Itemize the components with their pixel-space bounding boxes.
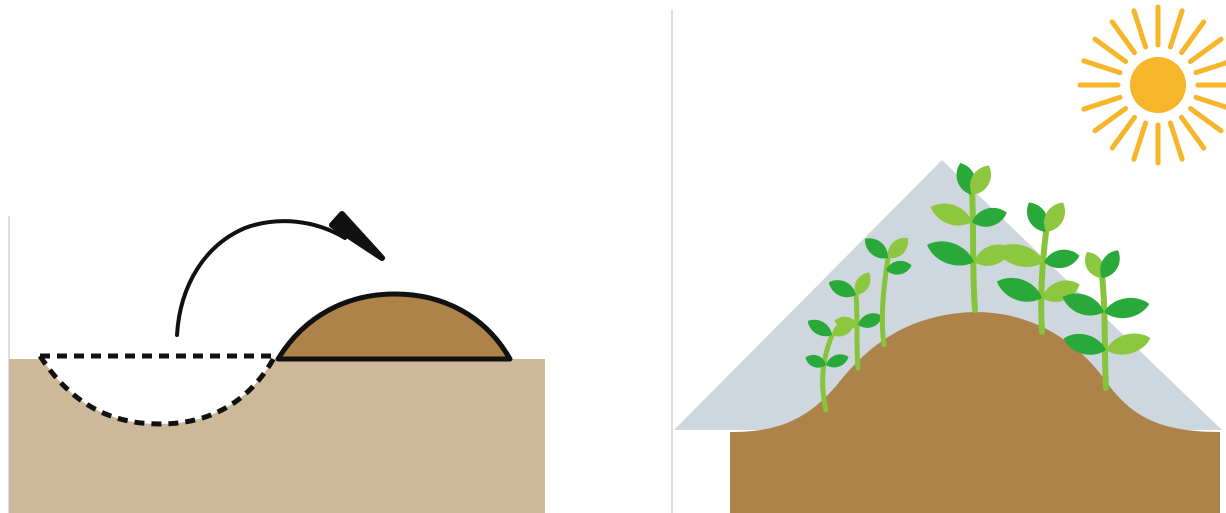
sun-ray: [1196, 97, 1226, 109]
sun-ray: [1134, 123, 1146, 159]
sun-ray: [1182, 117, 1204, 148]
sun-ray: [1196, 61, 1226, 73]
sun-ray: [1095, 39, 1126, 61]
plant-leaf: [1102, 294, 1151, 321]
sun-ray: [1084, 97, 1120, 109]
sun-ray: [1182, 22, 1204, 53]
sun-ray: [1084, 61, 1120, 73]
growing-panel: [674, 7, 1226, 513]
sun-ray: [1112, 22, 1134, 53]
sun-core: [1130, 57, 1186, 113]
sun-ray: [1190, 109, 1221, 131]
soil-mound: [278, 294, 510, 359]
sun-ray: [1112, 117, 1134, 148]
plant-stem: [856, 295, 858, 368]
sun-ray: [1190, 39, 1221, 61]
sun-ray: [1170, 11, 1182, 47]
plant-stem: [972, 190, 975, 310]
sun-icon: [1080, 7, 1226, 163]
plant-stem: [1102, 275, 1106, 388]
sun-ray: [1134, 11, 1146, 47]
digging-panel: [9, 214, 545, 513]
sun-ray: [1095, 109, 1126, 131]
sun-ray: [1170, 123, 1182, 159]
